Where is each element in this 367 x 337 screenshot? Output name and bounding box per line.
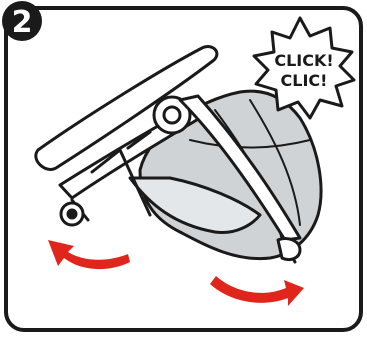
step-badge: 2 (2, 1, 42, 41)
pivot-knob-center (164, 107, 180, 123)
step-number: 2 (12, 5, 33, 40)
callout-line-1: CLICK! (274, 51, 333, 70)
frame-foot (278, 238, 300, 259)
callout-line-2: CLIC! (281, 71, 328, 90)
wheel-hub (68, 210, 76, 218)
